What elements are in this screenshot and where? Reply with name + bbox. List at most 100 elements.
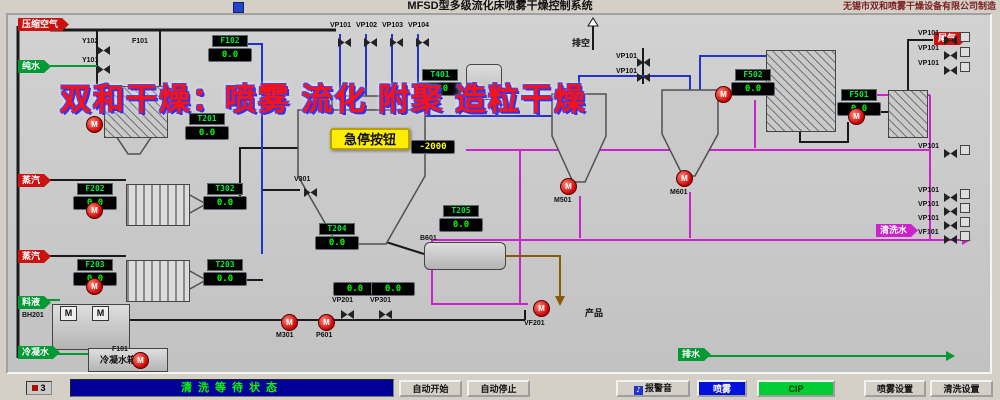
valve-icon[interactable] — [637, 69, 650, 82]
valve-label: VP101 — [918, 45, 940, 52]
valve-indicator-box[interactable] — [960, 47, 970, 57]
pump-motor[interactable]: M — [132, 352, 149, 369]
valve-indicator-box[interactable] — [960, 231, 970, 241]
pump-motor[interactable]: M — [848, 108, 865, 125]
value-display: 0.0 — [203, 196, 247, 210]
valve-icon[interactable] — [944, 47, 957, 60]
pump-motor[interactable]: M — [715, 86, 732, 103]
title-bar: MFSD型多级流化床喷雾干燥控制系统 无锡市双和喷雾干燥设备有限公司制造 — [0, 0, 1000, 13]
condensate-tank — [88, 348, 168, 372]
pump-motor[interactable]: M — [86, 278, 103, 295]
spray-mode-button[interactable]: 喷雾 — [697, 380, 747, 397]
instrument-display: -2000 — [408, 140, 458, 154]
pump-motor[interactable]: M — [676, 170, 693, 187]
auto-stop-button[interactable]: 自动停止 — [467, 380, 530, 397]
valve-icon[interactable] — [637, 54, 650, 67]
valve-indicator-box[interactable] — [960, 32, 970, 42]
instrument-tag: F502 — [735, 69, 771, 81]
pump-motor[interactable]: M — [86, 202, 103, 219]
clean-settings-button[interactable]: 清洗设置 — [930, 380, 993, 397]
pipe-tag: 排水 — [678, 348, 711, 361]
exhaust-filter — [888, 90, 928, 138]
valve-label: VP101 — [918, 201, 940, 208]
pump-motor[interactable]: M — [86, 116, 103, 133]
valve-indicator-box[interactable] — [960, 217, 970, 227]
valve-label: VP101 — [918, 30, 940, 37]
valve-icon[interactable] — [390, 34, 403, 47]
pump-motor[interactable]: M — [533, 300, 550, 317]
valve-icon[interactable] — [97, 61, 110, 74]
valve-icon[interactable] — [97, 42, 110, 55]
instrument-tag: T203 — [207, 259, 243, 271]
valve-icon[interactable] — [341, 306, 354, 319]
valve-icon[interactable] — [416, 34, 429, 47]
valve-indicator-box[interactable] — [960, 203, 970, 213]
valve-indicator-box[interactable] — [960, 62, 970, 72]
status-message: 清洗等待状态 — [70, 379, 394, 397]
company-name: 无锡市双和喷雾干燥设备有限公司制造 — [842, 1, 996, 11]
valve-icon[interactable] — [944, 203, 957, 216]
valve-label: M501 — [554, 197, 572, 204]
pipe-tag: 纯水 — [18, 60, 51, 73]
mute-alarm-label: 报警音 — [644, 383, 672, 393]
instrument-tag: F203 — [77, 259, 113, 271]
condenser — [766, 50, 836, 132]
valve-label: VF201 — [524, 320, 545, 327]
pump-motor[interactable]: M — [318, 314, 335, 331]
valve-icon[interactable] — [944, 231, 957, 244]
valve-indicator-box[interactable] — [960, 145, 970, 155]
valve-label: VP101 — [918, 143, 940, 150]
small-vessel — [466, 64, 502, 100]
auto-start-button[interactable]: 自动开始 — [399, 380, 462, 397]
value-display: 0.0 — [371, 282, 415, 296]
instrument-tag: F102 — [212, 35, 248, 47]
instrument-tag: T204 — [319, 223, 355, 235]
value-display: -2000 — [411, 140, 455, 154]
heat-exchanger-1 — [126, 184, 190, 226]
instrument-tag: T302 — [207, 183, 243, 195]
valve-label: P601 — [316, 332, 333, 339]
agitator-motor: M — [92, 306, 109, 321]
valve-icon[interactable] — [944, 62, 957, 75]
valve-label: M301 — [276, 332, 294, 339]
alarm-count: 3 — [40, 383, 46, 393]
spray-settings-button[interactable]: 喷雾设置 — [864, 380, 926, 397]
valve-label: M601 — [670, 189, 688, 196]
mute-alarm-button[interactable]: ♪报警音 — [616, 380, 690, 397]
fluid-bed — [424, 242, 506, 270]
valve-label: VP101 — [918, 60, 940, 67]
value-display: 0.0 — [731, 82, 775, 96]
value-display: 0.0 — [208, 48, 252, 62]
valve-icon[interactable] — [944, 217, 957, 230]
valve-label: VP101 — [330, 22, 352, 29]
valve-icon[interactable] — [944, 189, 957, 202]
valve-label: VP101 — [918, 215, 940, 222]
instrument-display: 0.0 — [368, 282, 418, 296]
emergency-stop-button[interactable]: 急停按钮 — [330, 128, 410, 150]
valve-label: V301 — [294, 176, 311, 183]
pump-motor[interactable]: M — [281, 314, 298, 331]
valve-icon[interactable] — [338, 34, 351, 47]
valve-icon[interactable] — [364, 34, 377, 47]
pipe-tag: 蒸汽 — [18, 174, 51, 187]
valve-icon[interactable] — [304, 184, 317, 197]
diagram-label: 排空 — [572, 38, 591, 48]
pipe-tag: 冷凝水 — [18, 346, 60, 359]
valve-indicator-box[interactable] — [960, 189, 970, 199]
cip-mode-button[interactable]: CIP — [757, 380, 835, 397]
valve-icon[interactable] — [944, 32, 957, 45]
valve-label: F101 — [132, 38, 148, 45]
pump-motor[interactable]: M — [560, 178, 577, 195]
valve-label: VP101 — [918, 187, 940, 194]
air-filter-heater — [104, 86, 168, 138]
valve-icon[interactable] — [379, 306, 392, 319]
window-icon — [233, 2, 244, 13]
valve-icon[interactable] — [944, 145, 957, 158]
diagram-label: 冷凝水箱 — [100, 355, 137, 365]
valve-label: Y102 — [82, 38, 99, 45]
instrument-tag: T401 — [422, 69, 458, 81]
valve-label: F101 — [112, 346, 128, 353]
